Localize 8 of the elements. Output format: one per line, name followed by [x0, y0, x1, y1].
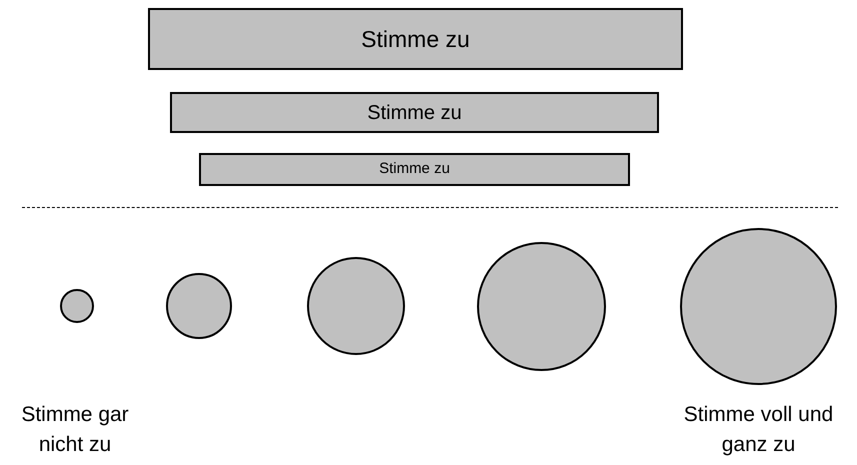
bar-label: Stimme zu: [379, 159, 450, 180]
bar-label: Stimme zu: [367, 100, 462, 126]
rating-bar: [199, 153, 630, 186]
rating-bar: [148, 8, 683, 70]
scale-label: Stimme gar nicht zu: [20, 402, 130, 458]
rating-bar: [170, 92, 659, 133]
scale-label: Stimme voll und ganz zu: [682, 402, 834, 458]
bar-label: Stimme zu: [361, 24, 470, 54]
